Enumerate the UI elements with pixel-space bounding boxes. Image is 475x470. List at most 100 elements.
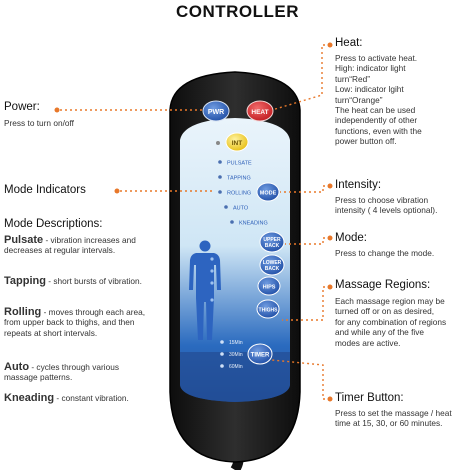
mode-description: Press to change the mode. bbox=[335, 248, 475, 258]
term-rolling: Rolling bbox=[4, 306, 42, 318]
heat-line: independently of other bbox=[335, 115, 418, 126]
massage-regions-heading: Massage Regions: bbox=[335, 279, 431, 291]
desc-auto: cycles through various massage patterns. bbox=[4, 362, 119, 383]
hips-button[interactable]: HIPS bbox=[257, 276, 281, 296]
mode-indicators-heading: Mode Indicators bbox=[4, 184, 86, 196]
heat-line: power button off. bbox=[335, 136, 397, 147]
regions-callout-line bbox=[282, 286, 330, 321]
thighs-button[interactable]: THIGHS bbox=[256, 299, 280, 319]
lower-back-button[interactable]: LOWER BACK bbox=[259, 254, 285, 276]
intensity-description: Press to choose vibration intensity ( 4 … bbox=[335, 195, 475, 216]
timer-indicators: 15Min 30Min 60Min bbox=[220, 340, 243, 370]
regions-line: Each massage region may be bbox=[335, 296, 445, 306]
regions-line: for any combination of regions bbox=[335, 316, 447, 327]
power-description: Press to turn on/off bbox=[4, 118, 74, 128]
desc-tapping: short bursts of vibration. bbox=[53, 276, 142, 286]
heat-description: Press to activate heat. High: indicator … bbox=[335, 53, 475, 147]
timer-line: Press to set the massage / heat bbox=[335, 408, 452, 418]
mode-heading: Mode: bbox=[335, 232, 367, 244]
mode-label-pulsate: PULSATE bbox=[227, 161, 252, 167]
heat-label: HEAT bbox=[251, 109, 268, 116]
hips-label: HIPS bbox=[263, 285, 276, 291]
mode-desc-auto: Auto - cycles through various massage pa… bbox=[4, 362, 144, 383]
mode-label-auto: AUTO bbox=[233, 206, 249, 212]
timer-callout-line bbox=[271, 359, 330, 400]
regions-line: and while any of the five bbox=[335, 327, 425, 338]
mode-desc-rolling: Rolling - moves through each area, from … bbox=[4, 307, 152, 338]
heat-line: Low: indicator lgiht bbox=[335, 84, 404, 95]
heat-line: functions, even with the bbox=[335, 125, 422, 136]
region-indicators bbox=[210, 257, 214, 302]
pwr-label: PWR bbox=[208, 109, 224, 116]
indicator-dot bbox=[218, 190, 222, 194]
callout-dots bbox=[54, 42, 333, 402]
heat-line: Press to activate heat. bbox=[335, 53, 418, 63]
lower-back-label-1: LOWER bbox=[263, 260, 282, 266]
power-heading: Power: bbox=[4, 101, 40, 113]
mode-indicators: PULSATE TAPPING ROLLING AUTO KNEADING bbox=[218, 160, 268, 227]
int-button[interactable]: INT bbox=[225, 132, 249, 152]
mode-button[interactable]: MODE bbox=[256, 182, 280, 202]
upper-back-label-2: BACK bbox=[265, 243, 280, 249]
heat-line: The heat can be used bbox=[335, 105, 416, 116]
mode-label-rolling: ROLLING bbox=[227, 191, 251, 197]
time-label-15: 15Min bbox=[229, 340, 243, 346]
dash: - bbox=[29, 362, 37, 372]
mode-desc-kneading: Kneading - constant vibration. bbox=[4, 392, 164, 404]
mode-descriptions-heading: Mode Descriptions: bbox=[4, 218, 103, 230]
upper-back-button[interactable]: UPPER BACK bbox=[259, 231, 285, 253]
term-auto: Auto bbox=[4, 361, 30, 373]
dash: - bbox=[45, 276, 54, 286]
time-label-30: 30Min bbox=[229, 352, 243, 358]
timer-button[interactable]: TIMER bbox=[247, 343, 273, 365]
timer-description: Press to set the massage / heat time at … bbox=[335, 408, 475, 429]
int-indicator-dot bbox=[216, 141, 220, 145]
intensity-line: intensity ( 4 levels optional). bbox=[335, 205, 438, 216]
desc-rolling: moves through each area, from upper back… bbox=[4, 307, 146, 338]
intensity-heading: Intensity: bbox=[335, 179, 382, 191]
indicator-dot bbox=[224, 205, 228, 209]
term-tapping: Tapping bbox=[4, 275, 46, 287]
dash: - bbox=[43, 235, 51, 245]
mode-desc-pulsate: Pulsate - vibration increases and decrea… bbox=[4, 235, 144, 256]
heat-line: High: indicator light bbox=[335, 63, 406, 74]
term-pulsate: Pulsate bbox=[4, 234, 44, 246]
massage-regions-description: Each massage region may be turned off or… bbox=[335, 296, 475, 348]
dash: - bbox=[41, 307, 49, 317]
heat-line: turn“Red” bbox=[335, 73, 371, 84]
upper-back-label-1: UPPER bbox=[263, 237, 281, 243]
time-label-60: 60Min bbox=[229, 364, 243, 370]
desc-kneading: constant vibration. bbox=[61, 393, 129, 403]
thighs-label: THIGHS bbox=[259, 308, 279, 314]
heat-heading: Heat: bbox=[335, 37, 363, 49]
regions-line: turned off or on as desired, bbox=[335, 306, 435, 317]
page-title: CONTROLLER bbox=[175, 2, 300, 21]
dash: - bbox=[54, 393, 62, 403]
mode-line: Press to change the mode. bbox=[335, 248, 435, 258]
lower-back-label-2: BACK bbox=[265, 266, 280, 272]
mode-desc-tapping: Tapping - short bursts of vibration. bbox=[4, 275, 144, 287]
callout-lines bbox=[60, 44, 330, 400]
term-kneading: Kneading bbox=[4, 392, 55, 404]
indicator-dot bbox=[218, 175, 222, 179]
mode-label-kneading: KNEADING bbox=[239, 221, 268, 227]
heat-line: turn“Orange” bbox=[335, 94, 383, 105]
timer-heading: Timer Button: bbox=[335, 392, 404, 404]
mode-label: MODE bbox=[260, 191, 277, 197]
indicator-dot bbox=[218, 160, 222, 164]
timer-label: TIMER bbox=[251, 353, 270, 359]
regions-line: modes are active. bbox=[335, 337, 401, 348]
intensity-callout-line bbox=[280, 185, 330, 193]
mode-callout-line bbox=[285, 237, 330, 245]
body-figure-icon bbox=[189, 240, 221, 340]
intensity-line: Press to choose vibration bbox=[335, 195, 429, 205]
indicator-dot bbox=[230, 220, 234, 224]
int-label: INT bbox=[232, 140, 243, 147]
desc-pulsate: vibration increases and decreases at reg… bbox=[4, 235, 136, 256]
mode-label-tapping: TAPPING bbox=[227, 176, 251, 182]
timer-line: time at 15, 30, or 60 minutes. bbox=[335, 418, 443, 429]
pwr-button[interactable]: PWR bbox=[202, 100, 230, 122]
heat-button[interactable]: HEAT bbox=[246, 100, 274, 122]
panel-bottom bbox=[180, 352, 290, 402]
